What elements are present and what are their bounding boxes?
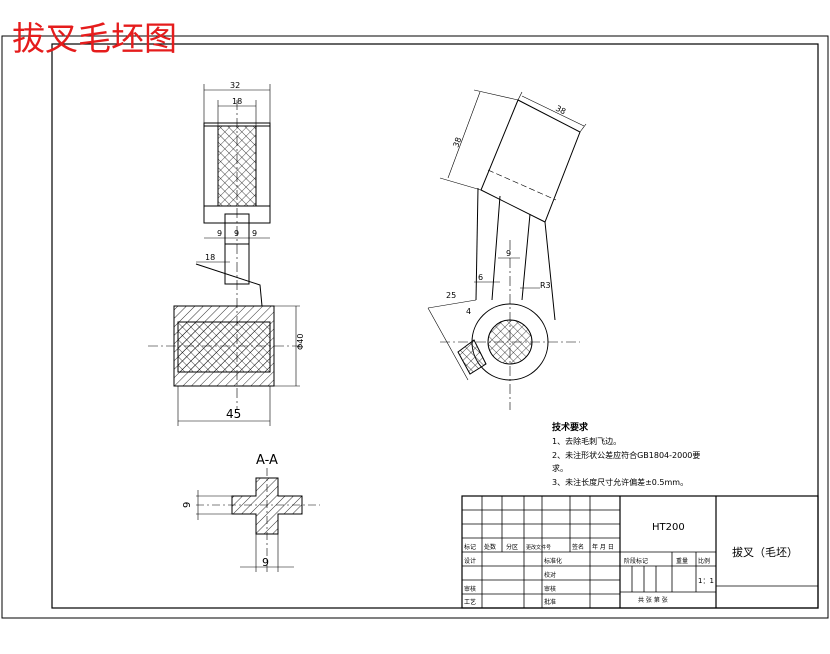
dim-web-height: 18: [205, 253, 215, 262]
tb-checker: 审核: [464, 585, 476, 593]
dim-web-right: 9: [252, 229, 257, 238]
tb-approve: 批准: [544, 598, 556, 606]
dim-bore-dia: Φ40: [296, 334, 305, 350]
dim-section-w: 9: [262, 556, 269, 569]
technical-notes: 技术要求 1、去除毛刺飞边。 2、未注形状公差应符合GB1804-2000要 求…: [552, 421, 700, 487]
inner-frame: [51, 43, 819, 609]
tb-sheet-info: 共 张 第 张: [638, 596, 668, 604]
tb-weight: 重量: [676, 557, 688, 565]
dim-inner-width: 18: [232, 97, 242, 106]
tb-zone: 分区: [506, 543, 518, 551]
tb-process: 工艺: [464, 598, 476, 606]
tb-date: 年 月 日: [592, 543, 614, 551]
dim-top-width: 32: [230, 81, 240, 90]
dim-base-len: 45: [226, 407, 241, 421]
drawing-title: 拔叉毛坯图: [12, 19, 177, 58]
tb-docno: 更改文件号: [526, 544, 551, 551]
dim-radius: R3: [540, 281, 551, 290]
tb-count: 处数: [484, 543, 496, 551]
tb-scale-value: 1：1: [698, 577, 714, 585]
section-aa: [196, 468, 320, 575]
tb-blank2: 审核: [544, 585, 556, 593]
dim-arm-len: 25: [446, 291, 456, 300]
title-block: [461, 495, 819, 609]
hub-bore-section: [177, 321, 271, 373]
material-label: HT200: [652, 522, 685, 533]
side-view: [427, 89, 587, 410]
notes-item-3: 3、未注长度尺寸允许偏差±0.5mm。: [552, 477, 688, 487]
front-view: [148, 84, 300, 426]
tb-sign: 签名: [572, 543, 584, 551]
tb-scale: 比例: [698, 557, 710, 565]
dim-pad-y: 38: [451, 136, 463, 149]
tb-blank1: 校对: [544, 571, 556, 579]
tb-designer: 设计: [464, 557, 476, 565]
dim-arm-t: 6: [478, 273, 483, 282]
dim-arm-4: 4: [466, 307, 471, 316]
dim-web-left: 9: [217, 229, 222, 238]
notes-item-1: 1、去除毛刺飞边。: [552, 436, 621, 446]
dim-arm-w: 9: [506, 249, 511, 258]
notes-heading: 技术要求: [552, 421, 589, 433]
tb-standard: 标准化: [544, 557, 562, 565]
tb-mark: 标记: [464, 543, 476, 551]
outer-frame: [1, 35, 829, 619]
dim-pad-x: 38: [554, 104, 567, 117]
part-name: 拔叉（毛坯）: [732, 545, 798, 559]
tb-stage-mark: 阶段标记: [624, 557, 648, 565]
section-label: A-A: [256, 453, 278, 468]
dim-web-mid: 9: [234, 229, 239, 238]
dim-section-h: 9: [182, 502, 193, 508]
notes-item-2b: 求。: [552, 463, 568, 473]
notes-item-2: 2、未注形状公差应符合GB1804-2000要: [552, 450, 700, 460]
